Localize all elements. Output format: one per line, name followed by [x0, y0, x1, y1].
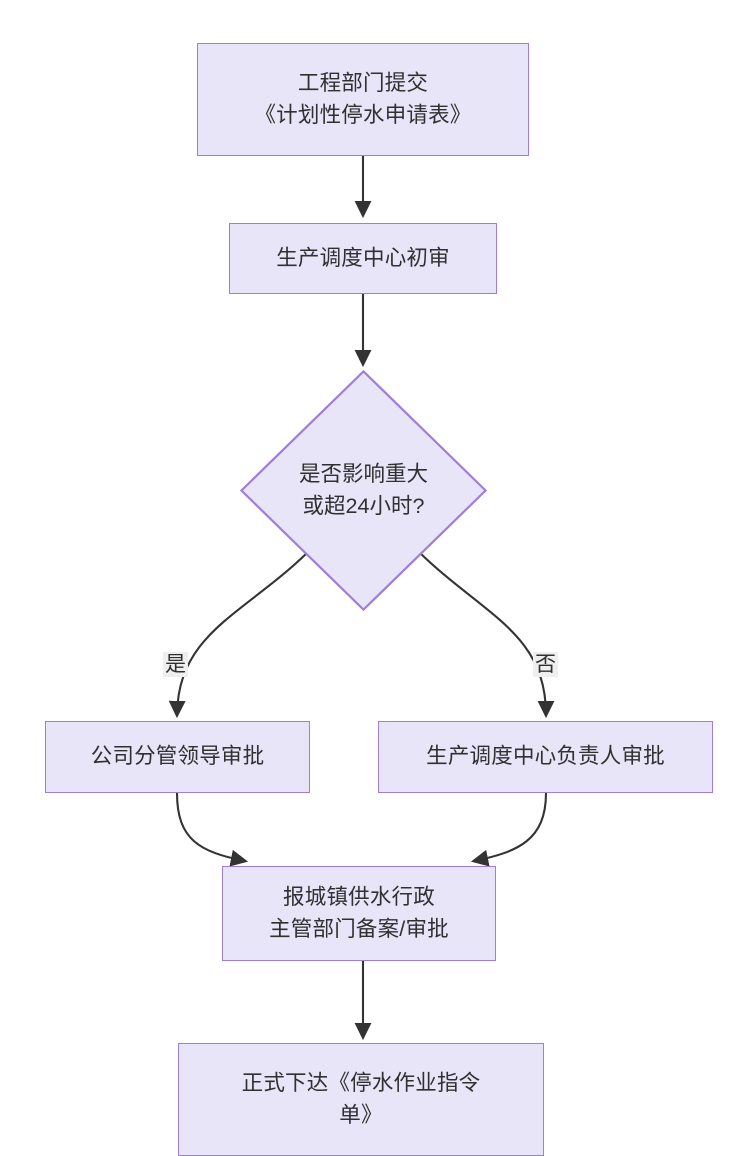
node-issue-order[interactable]: 正式下达《停水作业指令 单》 [178, 1043, 544, 1156]
node-issue-order-label: 正式下达《停水作业指令 单》 [241, 1071, 481, 1127]
node-leader-approval-label: 公司分管领导审批 [90, 744, 265, 769]
node-dispatch-head-approval[interactable]: 生产调度中心负责人审批 [378, 721, 713, 793]
node-leader-approval[interactable]: 公司分管领导审批 [45, 721, 310, 793]
diamond-shape [240, 370, 487, 611]
node-dispatch-head-approval-label: 生产调度中心负责人审批 [426, 744, 665, 769]
edge-dispatch-head-approval-to-government-filing [470, 792, 548, 867]
edge-decision-yes-to-leader-approval [168, 552, 308, 719]
node-submit-application[interactable]: 工程部门提交 《计划性停水申请表》 [197, 43, 529, 156]
node-submit-application-label: 工程部门提交 《计划性停水申请表》 [254, 71, 472, 127]
edge-leader-approval-to-government-filing [175, 792, 249, 867]
node-government-filing-label: 报城镇供水行政 主管部门备案/审批 [269, 885, 449, 941]
node-government-filing[interactable]: 报城镇供水行政 主管部门备案/审批 [222, 866, 496, 961]
edge-label-no: 否 [533, 652, 558, 678]
node-first-review-label: 生产调度中心初审 [276, 245, 450, 270]
node-decision-major-impact[interactable]: 是否影响重大 或超24小时? [240, 370, 487, 611]
edge-decision-no-to-dispatch-head-approval [419, 552, 555, 719]
node-first-review[interactable]: 生产调度中心初审 [229, 223, 497, 294]
edge-label-yes: 是 [163, 652, 188, 678]
node-decision-major-impact-label: 是否影响重大 或超24小时? [298, 462, 428, 518]
